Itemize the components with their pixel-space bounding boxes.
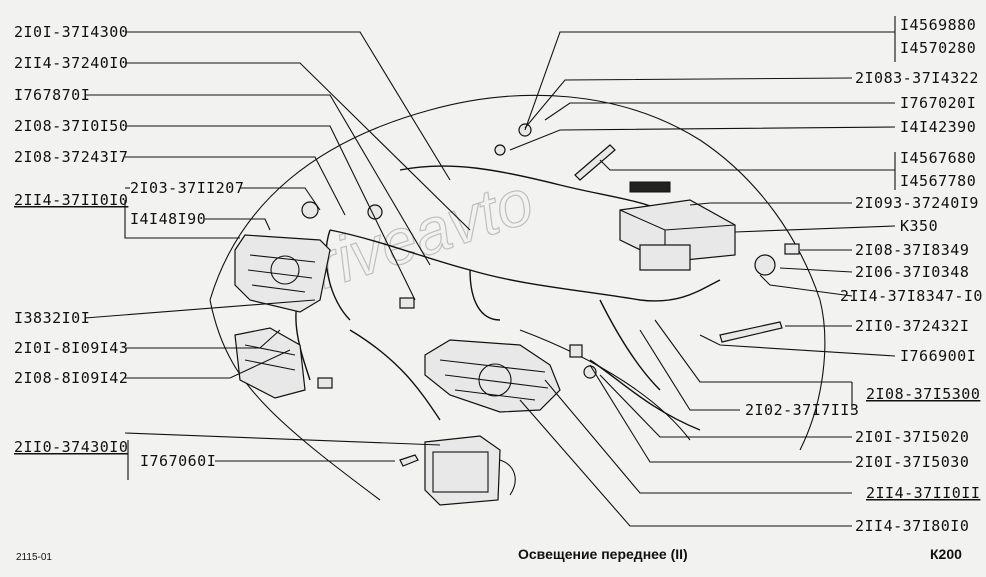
- page-title: Освещение переднее (II): [518, 546, 688, 562]
- label-2II4-37I80I0: 2II4-37I80I0: [855, 517, 969, 535]
- label-2I08-37243I7: 2I08-37243I7: [14, 148, 128, 166]
- label-2II4-37II0II: 2II4-37II0II: [866, 484, 980, 502]
- label-I4570280: I4570280: [900, 39, 976, 57]
- label-I767020I: I767020I: [900, 94, 976, 112]
- right-headlight: [424, 339, 561, 413]
- label-2I083-37I4322: 2I083-37I4322: [855, 69, 979, 87]
- label-2II0-37430I0: 2II0-37430I0: [14, 438, 128, 456]
- model-code: 2115-01: [16, 552, 52, 563]
- screw: [399, 454, 419, 467]
- label-2I08-8I09I42: 2I08-8I09I42: [14, 369, 128, 387]
- label-2II0-372432I: 2II0-372432I: [855, 317, 969, 335]
- label-I4I48I90: I4I48I90: [130, 210, 206, 228]
- label-2II4-37240I0: 2II4-37240I0: [14, 54, 128, 72]
- left-headlight: [234, 234, 331, 313]
- page-code: К200: [930, 546, 962, 562]
- connector-2: [317, 377, 333, 389]
- label-I767060I: I767060I: [140, 452, 216, 470]
- label-I4567780: I4567780: [900, 172, 976, 190]
- label-2I02-37I7II3: 2I02-37I7II3: [745, 401, 859, 419]
- label-2I08-37I8349: 2I08-37I8349: [855, 241, 969, 259]
- label-2I03-37II207: 2I03-37II207: [130, 179, 244, 197]
- switch: [784, 243, 800, 255]
- fuse-block: [619, 181, 736, 271]
- label-2I0I-37I5020: 2I0I-37I5020: [855, 428, 969, 446]
- label-2II4-37II0I0: 2II4-37II0I0: [14, 191, 128, 209]
- hood-line: [519, 329, 691, 441]
- tool-rod: [574, 144, 616, 181]
- leader-lines-left: [84, 31, 471, 480]
- label-2I093-37240I9: 2I093-37240I9: [855, 194, 979, 212]
- label-2II4-37I8347-I0: 2II4-37I8347-I0: [840, 287, 983, 305]
- label-2I0I-8I09I43: 2I0I-8I09I43: [14, 339, 128, 357]
- label-I3832I0I: I3832I0I: [14, 309, 90, 327]
- label-I767870I: I767870I: [14, 86, 90, 104]
- left-fog-lamp: [234, 327, 306, 399]
- label-2I08-37I5300: 2I08-37I5300: [866, 385, 980, 403]
- horn-connector: [754, 254, 776, 276]
- label-I4569880: I4569880: [900, 16, 976, 34]
- label-2I0I-37I4300: 2I0I-37I4300: [14, 23, 128, 41]
- wiring-harness: [295, 165, 721, 431]
- clip: [301, 201, 319, 219]
- leader-lines-right: [509, 16, 896, 527]
- car-body-outline: [209, 94, 826, 501]
- sensor-rod: [719, 321, 783, 343]
- connector-3: [569, 344, 583, 358]
- bulb: [494, 144, 506, 156]
- label-I4567680: I4567680: [900, 149, 976, 167]
- label-I4I42390: I4I42390: [900, 118, 976, 136]
- label-2I08-37I0I50: 2I08-37I0I50: [14, 117, 128, 135]
- front-fog-lamp: [424, 435, 516, 506]
- label-2I06-37I0348: 2I06-37I0348: [855, 263, 969, 281]
- label-I766900I: I766900I: [900, 347, 976, 365]
- connector-1: [399, 297, 415, 309]
- label-K350: К350: [900, 217, 938, 235]
- label-2I0I-37I5030: 2I0I-37I5030: [855, 453, 969, 471]
